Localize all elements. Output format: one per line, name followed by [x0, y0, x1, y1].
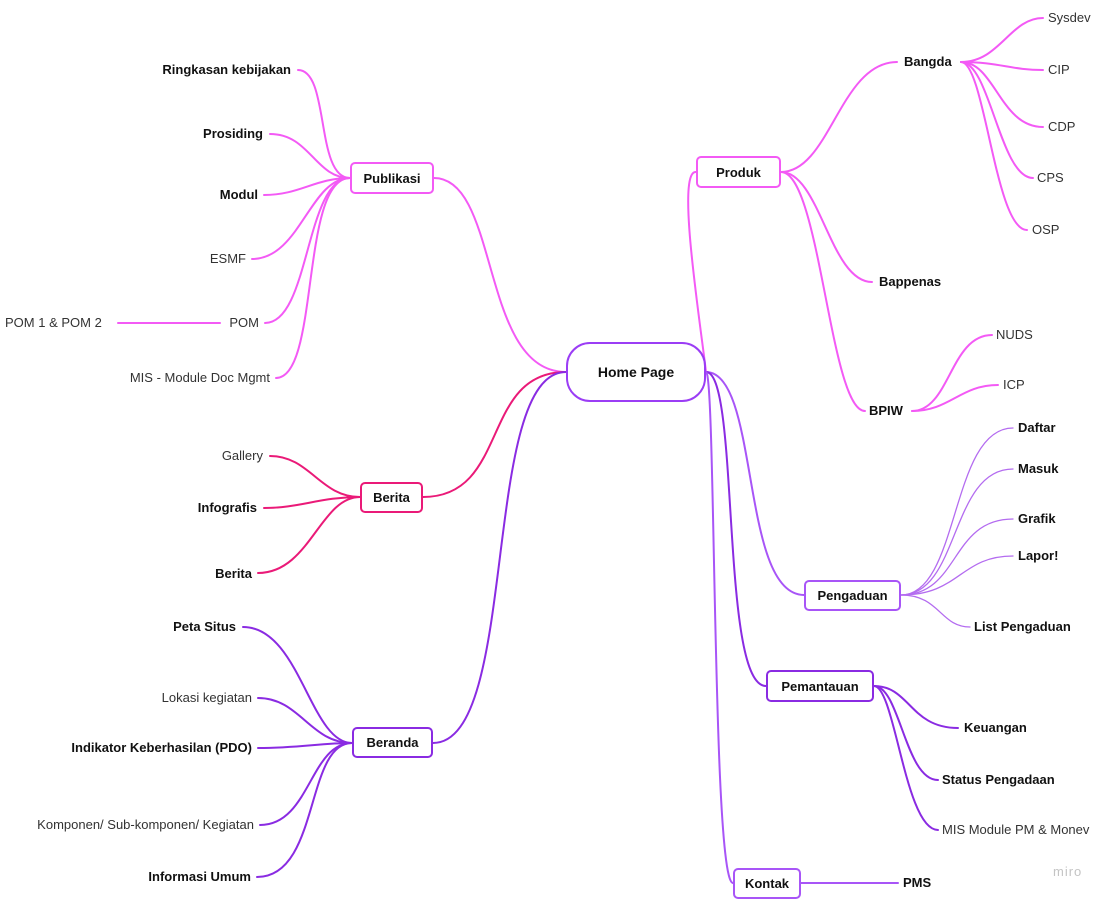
berita-child-label[interactable]: Berita — [215, 566, 252, 581]
modul-label[interactable]: Modul — [219, 187, 258, 202]
list-pengaduan-label[interactable]: List Pengaduan — [974, 619, 1071, 634]
prosiding-label[interactable]: Prosiding — [203, 126, 263, 141]
infografis-label[interactable]: Infografis — [197, 500, 257, 515]
kontak-node[interactable]: Kontak — [733, 868, 801, 899]
edge-berita-berita — [257, 496, 361, 574]
cdp-label[interactable]: CDP — [1048, 119, 1076, 134]
publikasi-node[interactable]: Publikasi — [350, 162, 434, 194]
edge-root-produk — [687, 170, 707, 373]
daftar-label[interactable]: Daftar — [1018, 420, 1056, 435]
edge-produk-bappenas — [780, 171, 873, 283]
informasi-umum-label[interactable]: Informasi Umum — [148, 869, 251, 884]
sysdev-label[interactable]: Sysdev — [1048, 10, 1091, 25]
edge-pemantauan-status — [873, 685, 939, 781]
edge-publikasi-mis — [275, 177, 351, 379]
edge-bangda-cip — [960, 61, 1044, 71]
edge-bpiw-icp — [911, 384, 999, 412]
bappenas-label[interactable]: Bappenas — [879, 274, 942, 289]
beranda-node[interactable]: Beranda — [352, 727, 433, 758]
edge-pengaduan-lapor — [900, 555, 1014, 596]
icp-label[interactable]: ICP — [1003, 377, 1025, 392]
miro-watermark: miro — [1053, 864, 1083, 879]
grafik-label[interactable]: Grafik — [1018, 511, 1056, 526]
ringkasan-kebijakan-label[interactable]: Ringkasan kebijakan — [162, 62, 291, 77]
edge-bpiw-nuds — [911, 334, 993, 412]
masuk-label[interactable]: Masuk — [1018, 461, 1059, 476]
osp-label[interactable]: OSP — [1032, 222, 1060, 237]
edge-publikasi-ringkasan — [297, 69, 351, 179]
peta-situs-label[interactable]: Peta Situs — [173, 619, 236, 634]
gallery-label[interactable]: Gallery — [221, 448, 263, 463]
edge-beranda-lokasi — [257, 697, 353, 744]
edge-bangda-osp — [960, 61, 1028, 231]
edge-produk-bpiw — [780, 171, 866, 412]
edge-bangda-sysdev — [960, 17, 1044, 63]
pom-label[interactable]: POM — [229, 315, 259, 330]
pom-1-pom-2-label[interactable]: POM 1 & POM 2 — [5, 315, 102, 330]
edge-pengaduan-list — [900, 594, 971, 628]
edge-berita-infografis — [263, 496, 361, 509]
edge-root-beranda — [432, 371, 567, 744]
edge-produk-bangda — [780, 61, 898, 173]
edge-root-publikasi — [433, 177, 567, 373]
pengaduan-node[interactable]: Pengaduan — [804, 580, 901, 611]
edge-root-kontak — [705, 371, 734, 884]
keuangan-label[interactable]: Keuangan — [964, 720, 1027, 735]
edge-publikasi-esmf — [251, 177, 351, 260]
edge-pengaduan-grafik — [900, 518, 1014, 596]
edge-pengaduan-masuk — [900, 468, 1014, 596]
produk-node[interactable]: Produk — [696, 156, 781, 188]
home-page-node[interactable]: Home Page — [566, 342, 706, 402]
edge-berita-gallery — [269, 455, 361, 498]
bangda-label[interactable]: Bangda — [904, 54, 952, 69]
edge-pengaduan-daftar — [900, 427, 1014, 596]
lapor-label[interactable]: Lapor! — [1018, 548, 1059, 563]
berita-node[interactable]: Berita — [360, 482, 423, 513]
edge-bangda-cps — [960, 61, 1034, 179]
lokasi-kegiatan-label[interactable]: Lokasi kegiatan — [161, 690, 252, 705]
edge-beranda-informasi — [256, 742, 353, 878]
edge-bangda-cdp — [960, 61, 1044, 128]
edge-publikasi-modul — [263, 177, 351, 196]
cip-label[interactable]: CIP — [1048, 62, 1070, 77]
pms-label[interactable]: PMS — [903, 875, 932, 890]
edge-pemantauan-mis — [873, 685, 939, 831]
indikator-keberhasilan-label[interactable]: Indikator Keberhasilan (PDO) — [71, 740, 252, 755]
esmf-label[interactable]: ESMF — [209, 251, 246, 266]
edge-root-pengaduan — [705, 371, 805, 596]
cps-label[interactable]: CPS — [1037, 170, 1064, 185]
edge-pemantauan-keuangan — [873, 685, 959, 729]
edge-root-berita — [422, 371, 567, 498]
edge-beranda-peta — [242, 626, 353, 744]
mis-module-doc-mgmt-label[interactable]: MIS - Module Doc Mgmt — [129, 370, 270, 385]
pemantauan-node[interactable]: Pemantauan — [766, 670, 874, 702]
mis-module-pm-monev-label[interactable]: MIS Module PM & Monev — [942, 822, 1090, 837]
edge-publikasi-prosiding — [269, 133, 351, 179]
edge-beranda-indikator — [257, 742, 353, 749]
edge-beranda-komponen — [259, 742, 353, 826]
status-pengadaan-label[interactable]: Status Pengadaan — [942, 772, 1055, 787]
edge-root-pemantauan — [705, 371, 767, 687]
komponen-label[interactable]: Komponen/ Sub-komponen/ Kegiatan — [37, 817, 254, 832]
bpiw-label[interactable]: BPIW — [869, 403, 903, 418]
nuds-label[interactable]: NUDS — [996, 327, 1033, 342]
